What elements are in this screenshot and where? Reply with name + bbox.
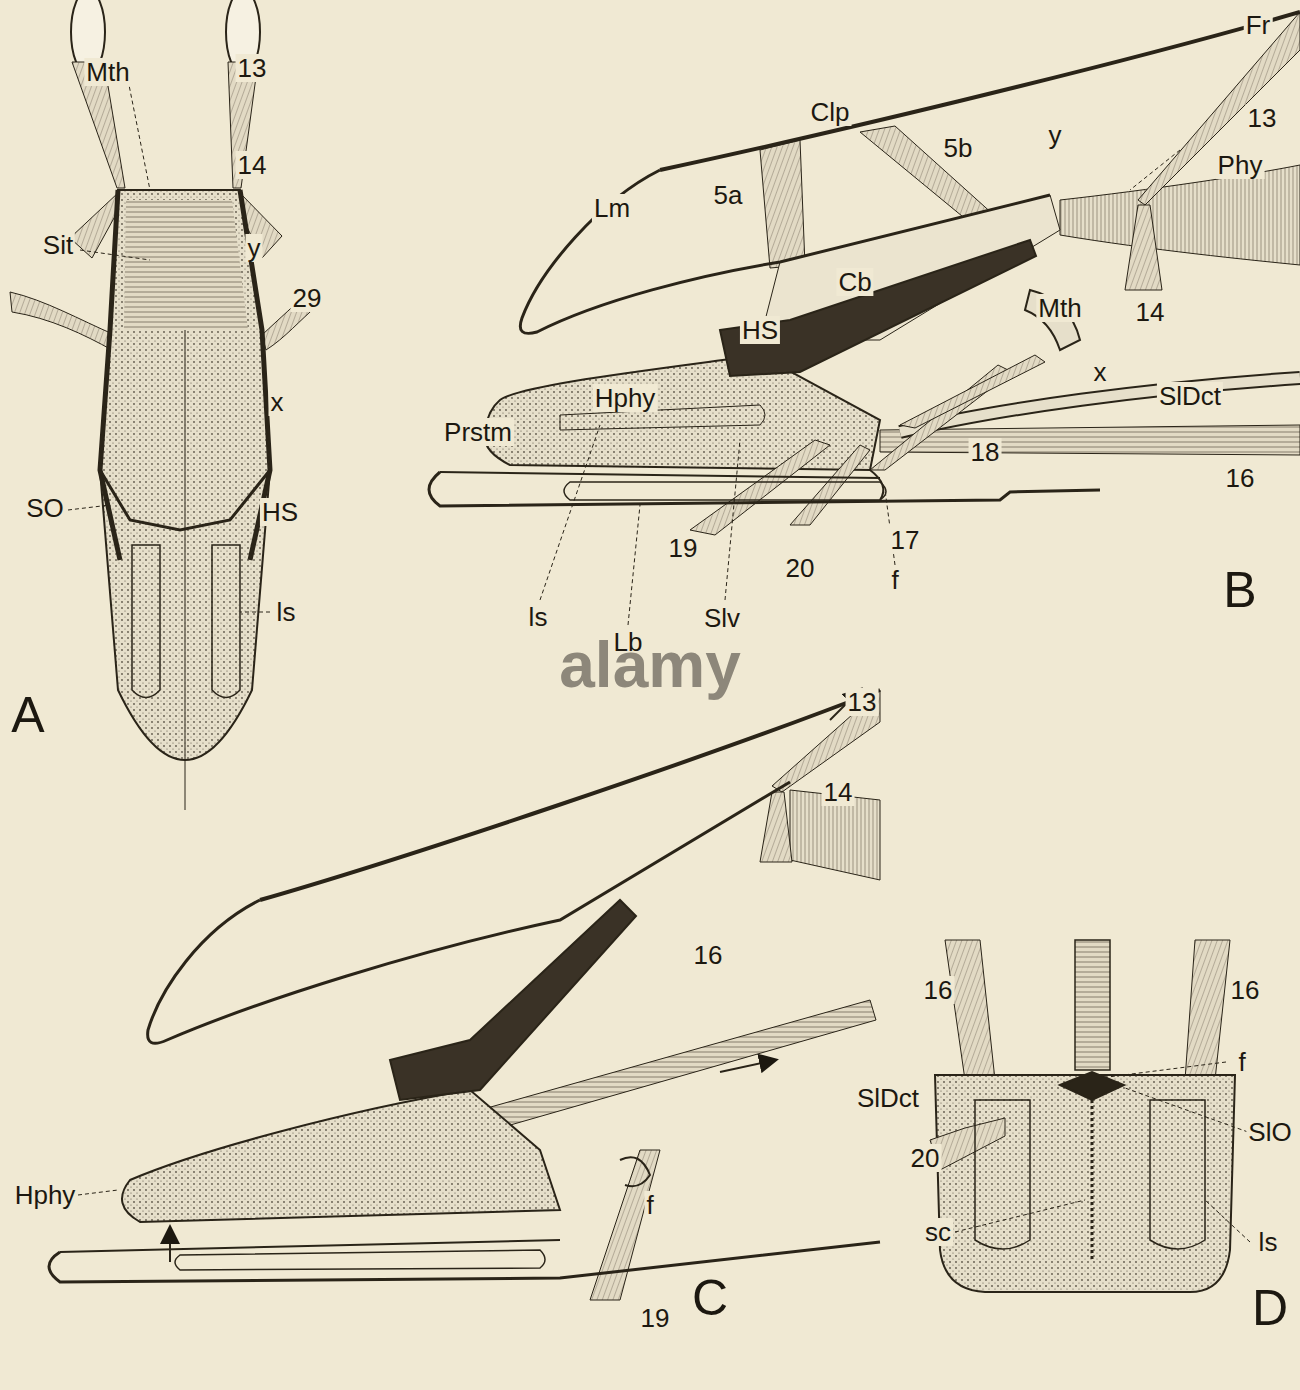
part-label: 19 xyxy=(667,534,700,562)
part-label: Lm xyxy=(592,194,632,222)
part-label: Cb xyxy=(836,268,873,296)
part-label: 5a xyxy=(712,181,745,209)
part-label: Clp xyxy=(808,98,851,126)
part-label: f xyxy=(1236,1048,1247,1076)
part-label: ls xyxy=(1257,1228,1280,1256)
part-label: 16 xyxy=(692,941,725,969)
part-label: Prstm xyxy=(442,418,514,446)
part-label: SlO xyxy=(1246,1118,1293,1146)
part-label: ls xyxy=(527,603,550,631)
part-label: Slv xyxy=(702,604,742,632)
part-label: y xyxy=(246,234,263,262)
part-label: 13 xyxy=(236,54,269,82)
panel-d xyxy=(930,940,1250,1292)
part-label: 13 xyxy=(846,688,879,716)
part-label: 16 xyxy=(1229,976,1262,1004)
panel-letter: D xyxy=(1250,1282,1290,1334)
part-label: x xyxy=(269,388,286,416)
part-label: y xyxy=(1047,121,1064,149)
panel-a xyxy=(10,0,318,810)
part-label: Hphy xyxy=(13,1181,78,1209)
part-label: Mth xyxy=(84,58,131,86)
part-label: 5b xyxy=(942,134,975,162)
part-label: HS xyxy=(740,316,780,344)
panel-letter: A xyxy=(9,689,46,741)
part-label: ls xyxy=(275,598,298,626)
part-label: SlDct xyxy=(1157,382,1223,410)
part-label: Phy xyxy=(1216,151,1265,179)
part-label: sc xyxy=(923,1218,953,1246)
part-label: 20 xyxy=(909,1144,942,1172)
part-label: 29 xyxy=(291,284,324,312)
part-label: Fr xyxy=(1244,11,1273,39)
part-label: 16 xyxy=(1224,464,1257,492)
part-label: SlDct xyxy=(855,1084,921,1112)
part-label: Hphy xyxy=(593,384,658,412)
panel-letter: B xyxy=(1221,564,1258,616)
part-label: SO xyxy=(24,494,66,522)
part-label: Mth xyxy=(1036,294,1083,322)
part-label: f xyxy=(644,1191,655,1219)
part-label: HS xyxy=(260,498,300,526)
part-label: x xyxy=(1092,358,1109,386)
part-label: 18 xyxy=(969,438,1002,466)
part-label: 14 xyxy=(1134,298,1167,326)
part-label: f xyxy=(889,566,900,594)
part-label: 19 xyxy=(639,1304,672,1332)
part-label: 20 xyxy=(784,554,817,582)
part-label: 14 xyxy=(236,151,269,179)
part-label: 13 xyxy=(1246,104,1279,132)
watermark: alamy xyxy=(557,632,742,698)
panel-b xyxy=(429,12,1300,625)
part-label: 16 xyxy=(922,976,955,1004)
panel-letter: C xyxy=(690,1272,730,1324)
part-label: 17 xyxy=(889,526,922,554)
panel-c xyxy=(49,690,880,1300)
part-label: 14 xyxy=(822,778,855,806)
part-label: Sit xyxy=(41,231,75,259)
